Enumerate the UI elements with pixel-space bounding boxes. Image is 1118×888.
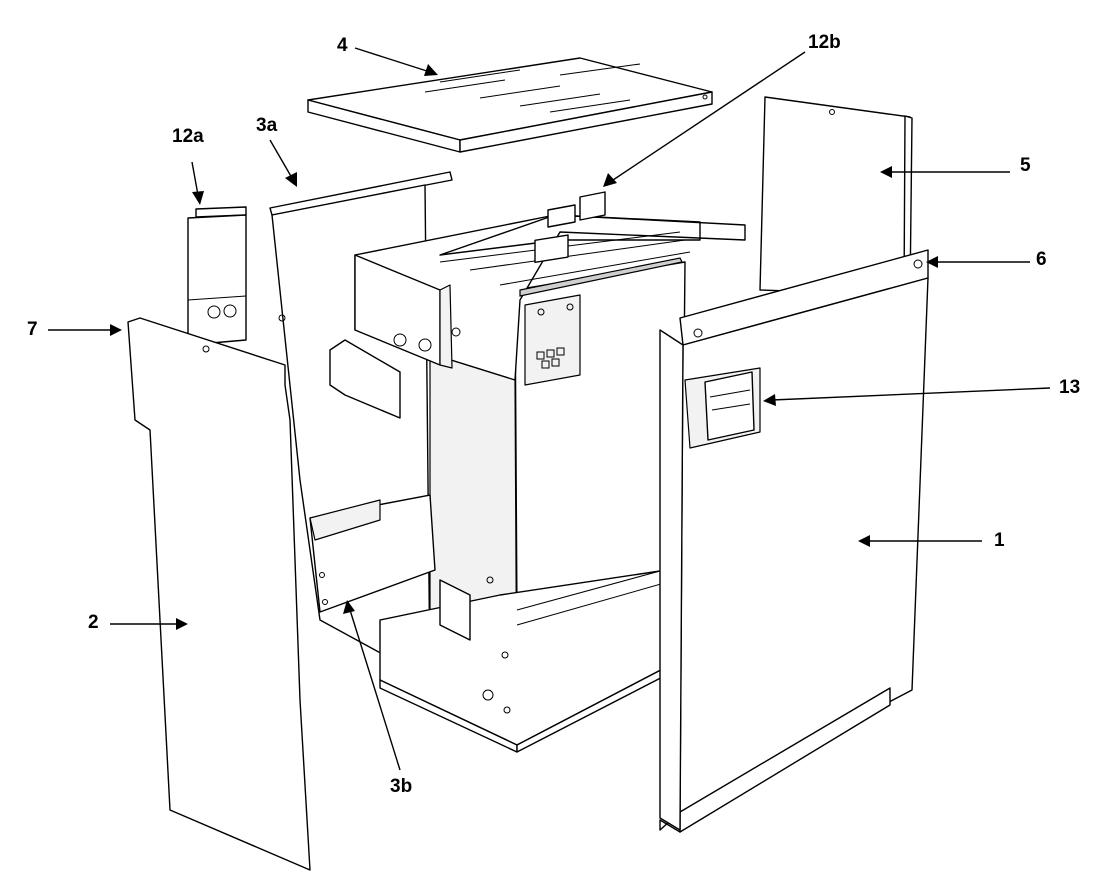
leader-lines: [48, 47, 1051, 771]
callout-12a: 12a: [172, 126, 204, 147]
callout-6: 6: [1036, 249, 1047, 270]
callout-7: 7: [27, 319, 38, 340]
outer-side-panel: [127, 317, 311, 871]
callout-13: 13: [1059, 377, 1080, 398]
small-bracket: [187, 206, 247, 346]
callout-2: 2: [88, 612, 99, 633]
callout-labels: 4 12b 12a 3a 5 6 7 13 1 2 3b: [27, 32, 1080, 797]
top-cover: [307, 57, 713, 153]
front-door: [659, 249, 929, 833]
callout-3b: 3b: [390, 776, 412, 797]
callout-1: 1: [994, 530, 1005, 551]
callout-3a: 3a: [256, 115, 278, 136]
main-chassis: [309, 191, 746, 753]
callout-4: 4: [337, 35, 348, 56]
callout-12b: 12b: [808, 32, 841, 53]
callout-5: 5: [1020, 155, 1031, 176]
